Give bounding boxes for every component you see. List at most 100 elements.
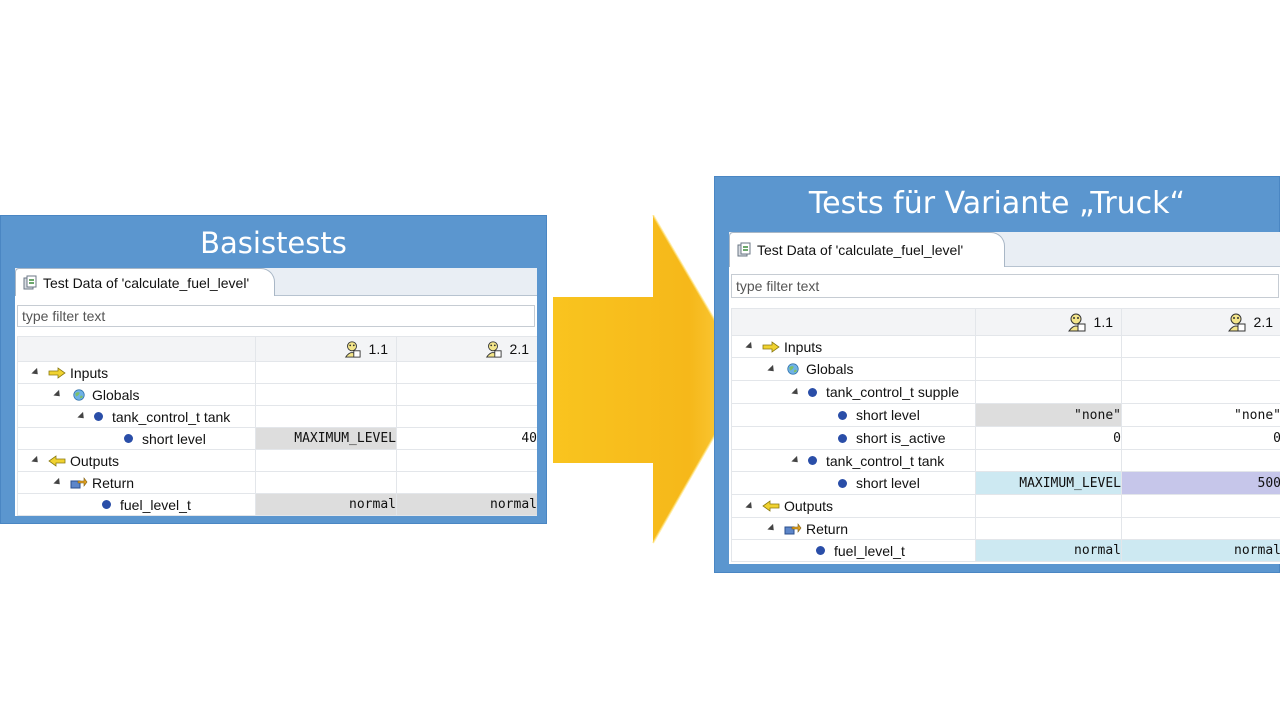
return-icon (784, 523, 802, 535)
tab-label: Test Data of 'calculate_fuel_level' (757, 242, 964, 258)
row-label: Globals (806, 361, 854, 377)
input-arrow-icon (762, 341, 780, 353)
table-row[interactable]: Return (17, 471, 537, 494)
test-data-table: 1.1 2.1 Inputs Globals (731, 308, 1280, 562)
value-cell[interactable]: normal (975, 539, 1122, 562)
filter-input[interactable]: type filter text (731, 274, 1279, 298)
row-label: Return (806, 520, 849, 537)
table-header: 1.1 2.1 (731, 308, 1280, 336)
variable-dot-icon (838, 478, 847, 488)
test-data-icon (736, 242, 752, 258)
basistests-panel: Test Data of 'calculate_fuel_level' type… (15, 268, 537, 516)
output-arrow-icon (762, 500, 780, 512)
row-label: Return (92, 474, 135, 491)
testcase-icon (1226, 312, 1246, 332)
value-cell[interactable]: 40 (396, 427, 537, 450)
column-header-2-1[interactable]: 2.1 (396, 336, 537, 362)
row-label: Outputs (70, 452, 120, 469)
row-label: short level (142, 430, 206, 447)
row-label: Outputs (784, 498, 834, 514)
row-label: short level (856, 475, 920, 491)
table-row[interactable]: Globals (731, 357, 1280, 381)
testcase-icon (343, 340, 361, 358)
table-row[interactable]: tank_control_t tank (731, 449, 1280, 472)
expand-toggle[interactable] (53, 477, 63, 488)
row-label: Inputs (784, 338, 823, 355)
tab-bar: Test Data of 'calculate_fuel_level' (729, 232, 1280, 267)
table-row[interactable]: short level "none" "none" (731, 403, 1280, 427)
expand-toggle[interactable] (767, 523, 777, 534)
table-row[interactable]: tank_control_t tank (17, 405, 537, 428)
globe-icon (784, 363, 802, 375)
test-data-icon (22, 275, 38, 291)
row-label: fuel_level_t (120, 496, 191, 513)
filter-input[interactable]: type filter text (17, 305, 535, 327)
tab-test-data[interactable]: Test Data of 'calculate_fuel_level' (729, 232, 1005, 267)
table-row[interactable]: fuel_level_t normal normal (731, 539, 1280, 562)
tab-test-data[interactable]: Test Data of 'calculate_fuel_level' (15, 268, 275, 296)
variable-dot-icon (838, 433, 847, 443)
row-label: tank_control_t tank (826, 452, 945, 469)
table-row[interactable]: tank_control_t supple (731, 380, 1280, 404)
expand-toggle[interactable] (745, 341, 755, 352)
expand-toggle[interactable] (31, 455, 41, 466)
value-cell[interactable]: 500 (1121, 471, 1280, 495)
column-header-1-1[interactable]: 1.1 (975, 308, 1122, 336)
table-row[interactable]: Inputs (17, 361, 537, 384)
value-cell[interactable]: MAXIMUM_LEVEL (975, 471, 1122, 495)
value-cell[interactable]: normal (1121, 539, 1280, 562)
value-cell[interactable]: "none" (975, 403, 1122, 427)
filter-placeholder: type filter text (736, 278, 820, 294)
table-row[interactable]: short is_active 0 0 (731, 426, 1280, 450)
table-row[interactable]: Inputs (731, 335, 1280, 358)
expand-toggle[interactable] (31, 367, 41, 378)
return-icon (70, 477, 88, 489)
table-row[interactable]: fuel_level_t normal normal (17, 493, 537, 516)
expand-toggle[interactable] (77, 411, 87, 422)
test-data-table: 1.1 2.1 Inputs Globals (17, 336, 537, 516)
tab-label: Test Data of 'calculate_fuel_level' (43, 274, 250, 291)
expand-toggle[interactable] (53, 389, 63, 400)
expand-toggle[interactable] (791, 455, 801, 466)
row-label: short level (856, 407, 920, 423)
column-header-1-1[interactable]: 1.1 (255, 336, 397, 362)
truck-tests-panel: Test Data of 'calculate_fuel_level' type… (729, 232, 1280, 564)
variable-dot-icon (102, 500, 111, 509)
truck-tests-title: Tests für Variante „Truck“ (808, 186, 1186, 221)
row-label: Inputs (70, 364, 109, 381)
row-label: tank_control_t tank (112, 408, 231, 425)
expand-toggle[interactable] (791, 387, 801, 397)
table-row[interactable]: Outputs (17, 449, 537, 472)
column-header-2-1[interactable]: 2.1 (1121, 308, 1280, 336)
value-cell[interactable]: MAXIMUM_LEVEL (255, 427, 397, 450)
header-blank (731, 308, 976, 336)
value-cell[interactable]: "none" (1121, 403, 1280, 427)
table-row[interactable]: Globals (17, 383, 537, 406)
value-cell[interactable]: 0 (975, 426, 1122, 450)
filter-placeholder: type filter text (22, 308, 106, 324)
table-row[interactable]: Return (731, 517, 1280, 540)
globe-icon (70, 389, 88, 401)
tab-bar: Test Data of 'calculate_fuel_level' (15, 268, 537, 296)
variable-dot-icon (808, 387, 817, 397)
row-label: fuel_level_t (834, 542, 905, 559)
variable-dot-icon (94, 412, 103, 421)
variable-dot-icon (838, 410, 847, 420)
expand-toggle[interactable] (745, 501, 755, 511)
basistests-frame: Basistests Test Data of 'calculate_fuel_… (0, 215, 547, 524)
value-cell[interactable]: normal (255, 493, 397, 516)
variable-dot-icon (124, 434, 133, 443)
output-arrow-icon (48, 455, 66, 467)
variable-dot-icon (808, 456, 817, 465)
value-cell[interactable]: normal (396, 493, 537, 516)
value-cell[interactable]: 0 (1121, 426, 1280, 450)
table-row[interactable]: short level MAXIMUM_LEVEL 500 (731, 471, 1280, 495)
expand-toggle[interactable] (767, 364, 777, 374)
truck-tests-frame: Tests für Variante „Truck“ Test Data of … (714, 176, 1280, 573)
table-header: 1.1 2.1 (17, 336, 537, 362)
basistests-title: Basistests (200, 226, 347, 260)
table-row[interactable]: Outputs (731, 494, 1280, 518)
row-label: Globals (92, 386, 140, 403)
table-row[interactable]: short level MAXIMUM_LEVEL 40 (17, 427, 537, 450)
row-label: tank_control_t supple (826, 384, 960, 400)
